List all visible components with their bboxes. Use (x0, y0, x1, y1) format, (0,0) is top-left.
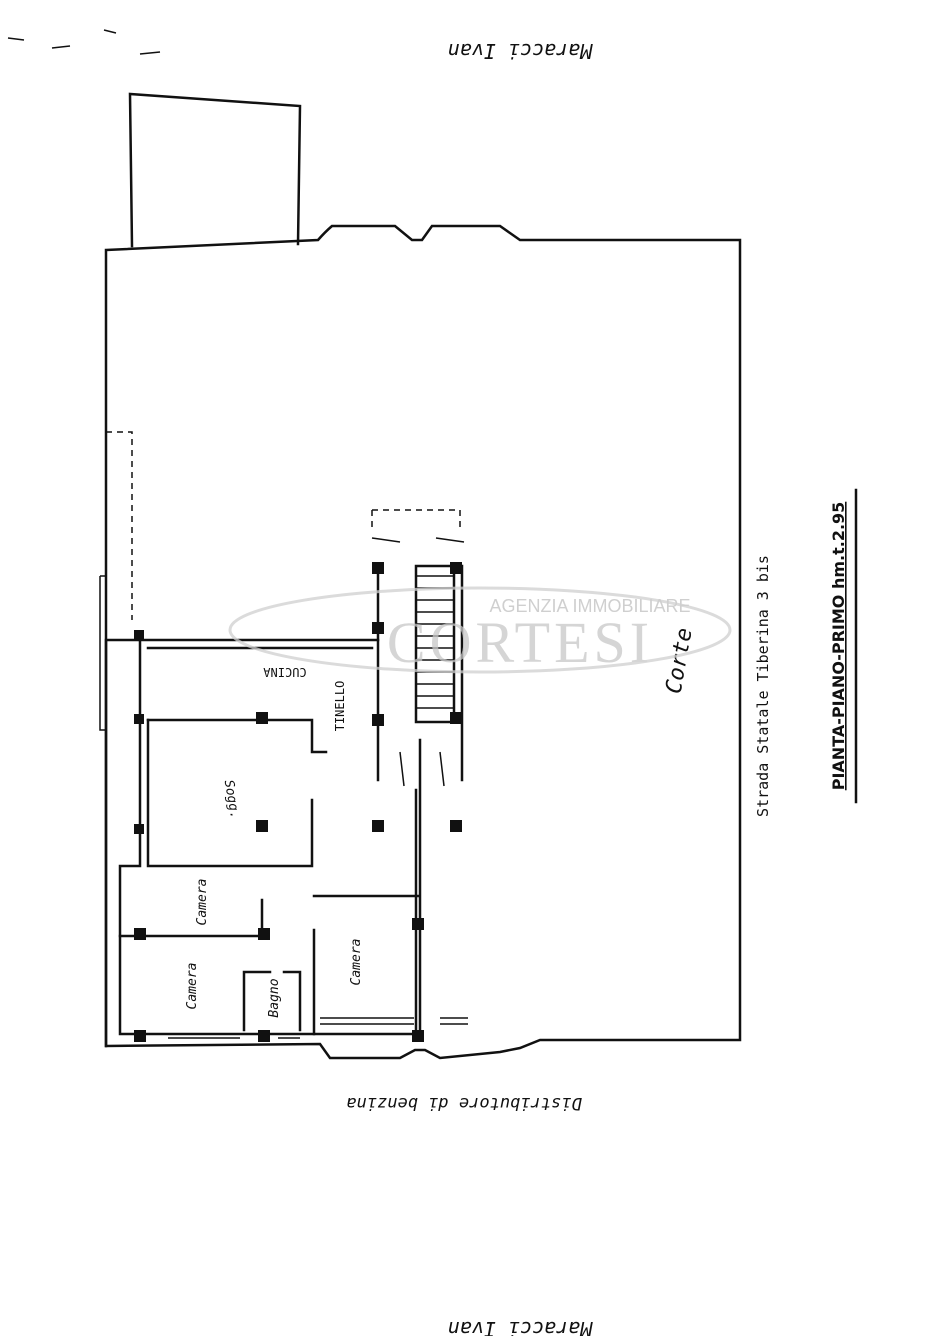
room-label-camera-3: Camera (349, 939, 364, 986)
room-label-tinello: TINELLO (333, 681, 347, 732)
room-label-soggiorno: Sogg. (221, 779, 243, 820)
stray-marks (7, 29, 161, 55)
bagno-wall (242, 970, 302, 1032)
room-label-bagno: Bagno (267, 978, 282, 1017)
owner-name-top: Maracci Ivan (448, 39, 594, 63)
camera-wall-3 (312, 894, 420, 1036)
owner-name-bottom: Maracci Ivan (448, 1317, 594, 1336)
structural-pillars (134, 562, 462, 1042)
agency-watermark: AGENZIA IMMOBILIARE CORTESI (228, 586, 732, 675)
lot-boundary (104, 224, 742, 1060)
watermark-line2: CORTESI (387, 610, 653, 675)
courtyard-label: Corte (662, 626, 698, 696)
left-wall-offset (99, 575, 106, 731)
road-label: Strada Statale Tiberina 3 bis (754, 555, 772, 817)
left-dashed-strip (106, 431, 133, 620)
annex-outline (128, 92, 302, 248)
room-label-cucina: CUCINA (263, 665, 307, 679)
house-outer-wall (104, 638, 422, 1048)
living-wall (146, 718, 314, 868)
plan-title: PIANTA-PIANO-PRIMO hm.t.2.95 (829, 502, 848, 791)
side-label: Distributore di benzina (346, 1093, 582, 1113)
room-label-camera-1: Camera (195, 879, 210, 926)
room-label-camera-2: Camera (185, 963, 200, 1010)
tinello-wall (146, 718, 328, 754)
porch-lines (168, 1017, 468, 1039)
watermark-line1: AGENZIA IMMOBILIARE (489, 596, 690, 616)
top-owner-label: Maracci Ivan (448, 39, 594, 63)
